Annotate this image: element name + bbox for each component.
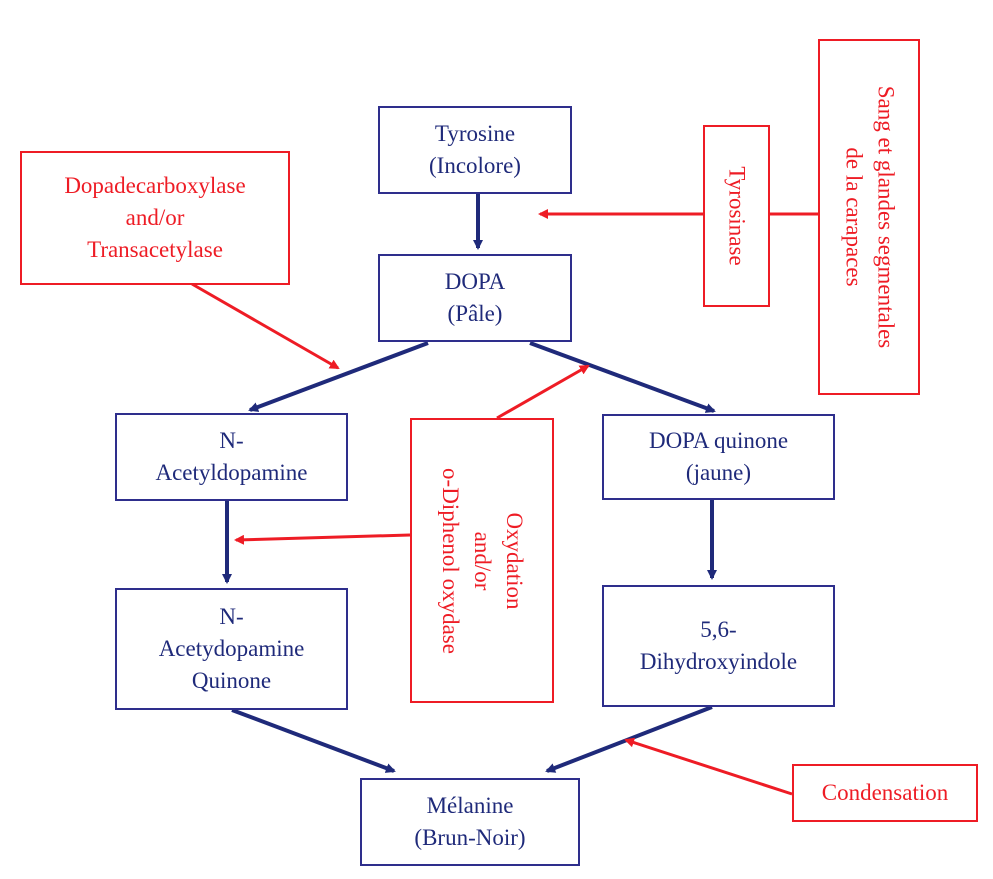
- node-melanine-line2: (Brun-Noir): [414, 825, 526, 850]
- enzyme-condensation: Condensation: [792, 764, 978, 822]
- node-n-acetydopamine-quinone-line2: Acetydopamine: [158, 636, 305, 661]
- enzyme-oxydation-line3: o-Diphenol oxydase: [438, 467, 464, 654]
- node-dopa-quinone: DOPA quinone (jaune): [602, 414, 835, 500]
- enzyme-oxydation-line1: Oxydation: [502, 511, 528, 610]
- node-tyrosine-line2: (Incolore): [429, 153, 521, 178]
- enzyme-dopadecarboxylase-line1: Dopadecarboxylase: [64, 173, 246, 198]
- node-n-acetyldopamine-line1: N-: [219, 428, 244, 453]
- node-melanine-line1: Mélanine: [426, 793, 514, 818]
- node-melanine: Mélanine (Brun-Noir): [360, 778, 580, 866]
- node-dopa: DOPA (Pâle): [378, 254, 572, 342]
- node-dopa-line1: DOPA: [444, 269, 506, 294]
- arrow-dopa-to-dopa-quinone: [529, 341, 716, 413]
- arrow-quinone-to-melanine: [231, 708, 396, 773]
- node-n-acetydopamine-quinone-line3: Quinone: [191, 668, 272, 693]
- enzyme-sang-glandes-line2: de la carapaces: [841, 147, 867, 287]
- node-dopa-quinone-line1: DOPA quinone: [648, 428, 789, 453]
- node-dihydroxyindole: 5,6- Dihydroxyindole: [602, 585, 835, 707]
- arrow-dopa-to-n-acetyldopamine: [248, 341, 429, 412]
- enzyme-tyrosinase: Tyrosinase: [703, 125, 770, 307]
- enzyme-dopadecarboxylase-line2: and/or: [125, 205, 185, 230]
- enzyme-dopadecarboxylase-line3: Transacetylase: [87, 237, 223, 262]
- node-n-acetyldopamine: N- Acetyldopamine: [115, 413, 348, 501]
- arrow-oxydation-to-dopa-reaction: [496, 364, 590, 420]
- enzyme-sang-glandes-line1: Sang et glandes segmentales: [873, 85, 899, 349]
- enzyme-tyrosinase-label: Tyrosinase: [724, 166, 750, 266]
- node-tyrosine: Tyrosine (Incolore): [378, 106, 572, 194]
- node-n-acetyldopamine-line2: Acetyldopamine: [155, 460, 308, 485]
- node-dopa-line2: (Pâle): [447, 301, 503, 326]
- node-dihydroxyindole-line2: Dihydroxyindole: [639, 649, 798, 674]
- enzyme-condensation-label: Condensation: [821, 780, 949, 805]
- enzyme-oxydation-line2: and/or: [470, 531, 496, 590]
- node-n-acetydopamine-quinone-line1: N-: [219, 604, 244, 629]
- node-dihydroxyindole-line1: 5,6-: [700, 617, 737, 642]
- node-dopa-quinone-line2: (jaune): [685, 460, 752, 485]
- arrow-condensation-to-reaction: [624, 737, 793, 796]
- arrow-oxydation-to-acetyl-reaction: [234, 533, 411, 545]
- arrow-dopadecarboxylase-to-reaction: [191, 282, 340, 370]
- node-tyrosine-line1: Tyrosine: [434, 121, 516, 146]
